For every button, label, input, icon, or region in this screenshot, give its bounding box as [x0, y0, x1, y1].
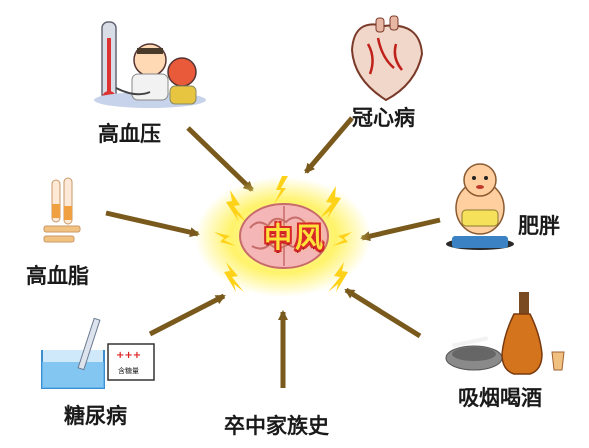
lightning-bolt [224, 262, 244, 292]
lightning-bolt [328, 262, 348, 292]
lightning-bolt [320, 186, 341, 219]
label-coronary-heart-disease: 冠心病 [352, 106, 415, 130]
lightning-bolt [332, 232, 352, 246]
label-hypertension: 高血压 [98, 122, 161, 146]
lightning-bolt [226, 190, 246, 222]
label-family-history: 卒中家族史 [224, 414, 329, 438]
center-burst [195, 176, 371, 297]
arrow-smoking-drinking [344, 287, 422, 339]
arrows [105, 116, 441, 388]
diabetes-sign-plus: +++ [116, 350, 142, 361]
ashtray-and-liquor-bottle-illustration [445, 292, 565, 375]
center-label-stroke: 中风 [263, 221, 326, 254]
urine-test-strip-illustration [41, 317, 155, 389]
arrow-obesity [360, 217, 441, 242]
label-hyperlipidemia: 高血脂 [26, 264, 89, 288]
test-tube-rack-illustration [43, 177, 81, 243]
brain-icon [239, 203, 329, 269]
arrow-hypertension [186, 126, 254, 192]
heart-illustration [350, 15, 424, 102]
overweight-person-on-scale-illustration [446, 163, 514, 250]
label-smoking-drinking: 吸烟喝酒 [458, 386, 542, 410]
arrow-diabetes [148, 293, 226, 337]
blood-pressure-doctor-illustration [94, 21, 206, 108]
label-obesity: 肥胖 [518, 214, 560, 238]
arrow-hyperlipidemia [105, 210, 200, 238]
lightning-bolt [274, 176, 288, 204]
diabetes-sign-caption: 含糖量 [118, 367, 139, 375]
label-diabetes: 糖尿病 [64, 404, 127, 428]
lightning-bolt [214, 232, 236, 246]
arrow-coronary [304, 116, 354, 174]
